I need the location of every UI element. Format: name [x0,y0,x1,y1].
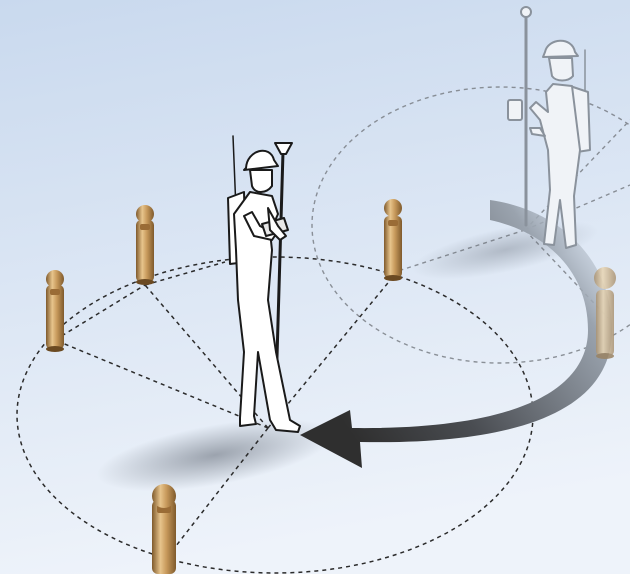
control-marker [384,199,402,281]
previous-surveyor-figure [507,6,591,249]
surveyor-figure [227,135,301,433]
control-marker-faded [594,267,616,359]
surveyor-shadow [96,418,334,492]
movement-arrow [300,200,612,468]
control-marker [136,205,154,285]
control-marker [152,484,176,574]
control-marker [46,270,64,352]
